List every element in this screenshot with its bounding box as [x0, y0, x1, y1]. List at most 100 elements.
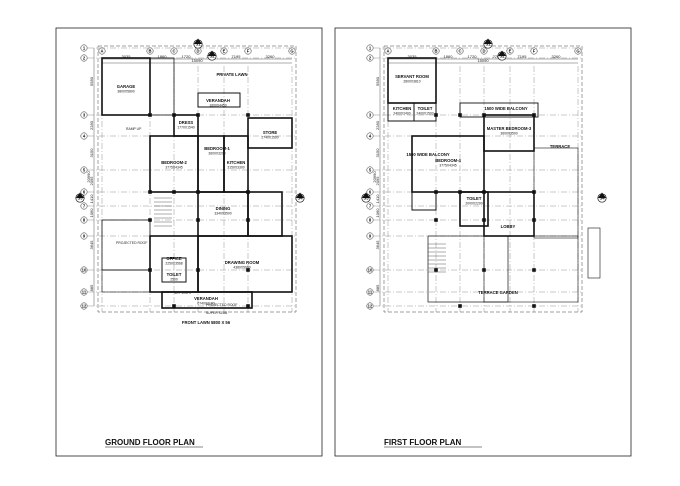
ground_floor-column [196, 218, 200, 222]
ground_floor-dim-total-left: 20990 [86, 171, 91, 183]
ground_floor-row-label: 9 [83, 234, 86, 239]
ground_floor-room-size: 1770X1540 [177, 126, 194, 130]
first_floor-section-arrow [483, 38, 493, 44]
first_floor-col-label: B [434, 49, 437, 54]
first_floor-wall [413, 102, 437, 122]
first_floor-dim-left: 3150 [375, 148, 380, 158]
first_floor-row-label: 12 [368, 304, 373, 309]
first_floor-row-label: 7 [369, 204, 372, 209]
ground_floor-room-size: 2250X3568 [165, 262, 182, 266]
ground_floor-dim-left: 1060 [89, 208, 94, 218]
ground_floor-room-name: BEDROOM-2 [161, 160, 187, 165]
first_floor-title: FIRST FLOOR PLAN [384, 438, 462, 447]
first_floor-col-label: D [482, 49, 485, 54]
ground_floor-dim-top: 3260 [266, 54, 276, 59]
first_floor-row-label: 2 [369, 56, 372, 61]
first_floor-col-bubble [480, 47, 488, 55]
ground_floor-room-size: 3150X3300 [227, 166, 244, 170]
first_floor-dim-total-left: 20990 [372, 171, 377, 183]
ground_floor-note: PROJECTED ROOF [206, 303, 237, 307]
first_floor-room-name: TOILET [418, 106, 433, 111]
ground_floor-wall [101, 219, 151, 271]
first_floor-wall [483, 114, 535, 152]
ground_floor-wall [101, 269, 151, 293]
ground_floor-section-arrow [75, 192, 85, 198]
first_floor-row-bubble [366, 302, 374, 310]
first_floor-room-size: 3600X3500 [500, 132, 517, 136]
ground_floor-room-size: 2500 [170, 278, 178, 282]
first_floor-wall [459, 191, 489, 227]
ground_floor-row-bubble [80, 54, 88, 62]
ground_floor-column [196, 268, 200, 272]
ground_floor-row-label: 2 [83, 56, 86, 61]
ground_floor-row-bubble [80, 111, 88, 119]
first_floor-dim-left: 2095 [375, 176, 380, 186]
ground_floor-column [246, 268, 250, 272]
ground_floor-dim-left: 2280 [89, 120, 94, 130]
first_floor-row-bubble [366, 232, 374, 240]
ground_floor-row-bubble [80, 188, 88, 196]
first_floor-col-label: F [533, 49, 536, 54]
ground_floor-column [172, 304, 176, 308]
first_floor-column [482, 218, 486, 222]
ground_floor-row-label: 12 [82, 304, 87, 309]
ground_floor-dim-top: 1720 [182, 54, 192, 59]
ground_floor-section-arrow [295, 192, 305, 198]
first_floor-row-bubble [366, 166, 374, 174]
first_floor-row-bubble [366, 188, 374, 196]
first_floor-dim-left: 1410 [375, 194, 380, 204]
first_floor-room-name: 1500 WIDE BALCONY [484, 106, 527, 111]
first_floor-col-label: C [458, 49, 461, 54]
first_floor-room-name: TERRACE [550, 144, 570, 149]
ground_floor-column [246, 218, 250, 222]
first_floor-wall [587, 227, 601, 279]
ground_floor-dim-left: 1410 [89, 194, 94, 204]
first_floor-room-name: BEDROOM-4 [435, 158, 461, 163]
first_floor-row-label: 4 [369, 134, 372, 139]
ground_floor-row-label: 8 [83, 218, 86, 223]
ground_floor-row-label: 4 [83, 134, 86, 139]
first_floor-room-name: KITCHEN [393, 106, 412, 111]
ground_floor-room-name: TOILET [167, 272, 182, 277]
ground_floor-plan: ABCDEFG123456789101112150903035186017202… [75, 38, 305, 325]
ground_floor-column [246, 304, 250, 308]
first_floor-column [434, 218, 438, 222]
ground_floor-room-name: DRESS [179, 120, 194, 125]
ground_floor-row-label: 7 [83, 204, 86, 209]
ground_floor-col-label: B [148, 49, 151, 54]
first_floor-column [482, 190, 486, 194]
first-sheet-border [334, 27, 632, 457]
first_floor-wall [483, 191, 535, 237]
ground_floor-section-label: S1 [195, 42, 201, 47]
first_floor-site-boundary [383, 45, 583, 313]
ground_floor-dim-left: 2095 [89, 176, 94, 186]
first_floor-dim-left: 3645 [375, 240, 380, 250]
ground_floor-row-label: 11 [82, 290, 87, 295]
first_floor-dim-left: 1060 [375, 208, 380, 218]
first_floor-dim-top: 3260 [552, 54, 562, 59]
ground_floor-col-label: D [196, 49, 199, 54]
ground_floor-row-bubble [80, 202, 88, 210]
ground_floor-column [148, 268, 152, 272]
first_floor-wall [411, 191, 437, 211]
ground_floor-title: GROUND FLOOR PLAN [105, 438, 195, 447]
first_floor-wall [427, 235, 509, 303]
first_floor-column [532, 304, 536, 308]
ground_floor-col-label: E [223, 49, 226, 54]
ground_floor-row-bubble [80, 232, 88, 240]
first_floor-column [532, 113, 536, 117]
first_floor-column [434, 113, 438, 117]
ground_floor-row-bubble [80, 288, 88, 296]
first_floor-room-size: 3775X4345 [439, 164, 456, 168]
first_floor-wall [411, 135, 485, 193]
ground_floor-row-bubble [80, 302, 88, 310]
first_floor-dim-left: 2280 [375, 120, 380, 130]
ground_floor-room-name: DRAWING ROOM [225, 260, 260, 265]
ground_floor-section-label: S2 [209, 54, 215, 59]
first_floor-dim-top: 3035 [408, 54, 418, 59]
ground_floor-column [148, 190, 152, 194]
ground_floor-wall [149, 57, 175, 116]
first_floor-column [458, 113, 462, 117]
